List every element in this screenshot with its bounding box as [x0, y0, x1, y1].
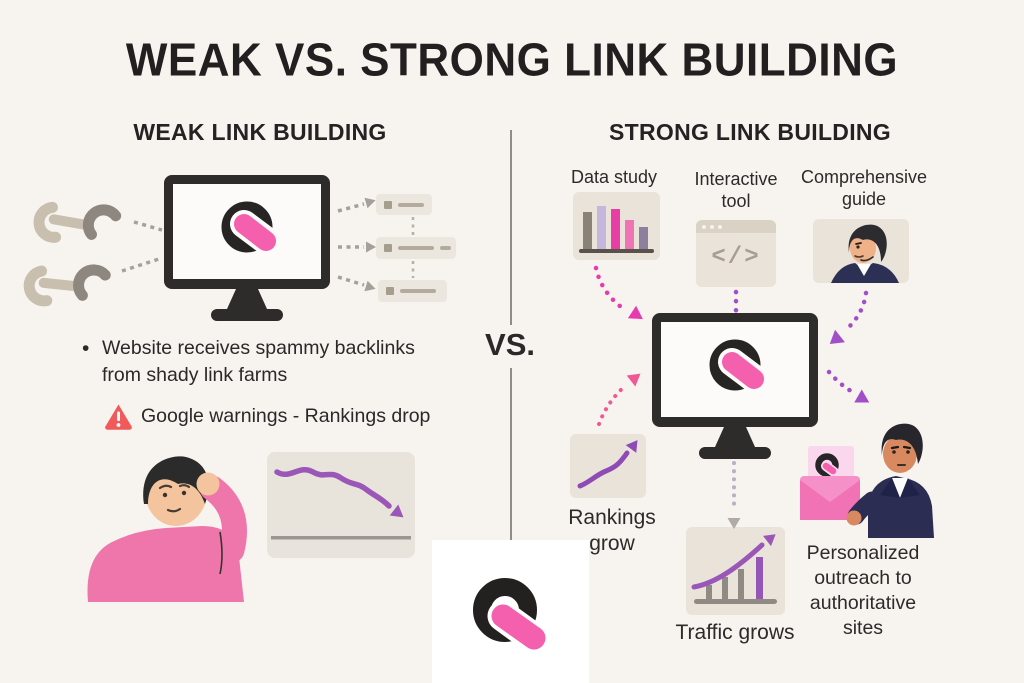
warning-triangle-icon — [105, 404, 132, 430]
broken-chain-icon — [33, 201, 122, 243]
q-logo — [472, 578, 551, 656]
envelope-with-q-letter — [800, 446, 860, 520]
browser-titlebar — [696, 220, 776, 233]
rankings-up-icon — [570, 434, 646, 498]
monitor-q-icon — [652, 313, 818, 459]
outreach-label: Personalized outreach to authoritative s… — [806, 542, 920, 639]
stressed-person-icon — [87, 456, 247, 602]
link-farm-box — [376, 194, 432, 215]
weak-bullet-text: Website receives spammy backlinks from s… — [80, 334, 432, 390]
brand-logo-box — [432, 540, 589, 683]
outreach-envelope-icon — [800, 423, 934, 538]
declining-trend-icon — [267, 452, 415, 558]
link-farm-box — [376, 237, 456, 259]
box-square — [386, 287, 394, 295]
browser-dot — [710, 224, 714, 229]
traffic-up-icon — [686, 527, 785, 615]
arrow-rankings — [597, 373, 641, 426]
broken-chain-icon — [23, 264, 111, 307]
q-logo — [221, 201, 282, 256]
box-square — [384, 244, 392, 252]
arrow-comprehensive-guide — [829, 290, 869, 345]
traffic-grows-label: Traffic grows — [675, 621, 795, 644]
tactic-label-comprehensive-guide: Comprehensive guide — [800, 167, 928, 209]
rankings-grow-label: Rankings grow — [568, 506, 656, 556]
vs-label: VS. — [485, 327, 535, 362]
link-farm-box — [378, 280, 447, 302]
code-browser-icon: </> — [696, 220, 776, 287]
spam-outbound-arrows — [337, 197, 376, 292]
monitor-q-icon — [164, 175, 330, 321]
code-glyph: </> — [711, 244, 761, 271]
page-title: WEAK VS. STRONG LINK BUILDING — [125, 34, 899, 87]
weak-heading: WEAK LINK BUILDING — [133, 119, 387, 145]
tactic-label-interactive-tool: Interactive tool — [694, 169, 778, 211]
businessman — [846, 423, 934, 538]
q-logo — [709, 339, 770, 394]
box-square — [384, 200, 392, 209]
bar-chart-icon — [573, 192, 660, 260]
warning-text: Google warnings - Rankings drop — [141, 405, 431, 427]
tactic-label-data-study: Data study — [570, 167, 658, 187]
divider-bottom — [510, 368, 512, 540]
box-line — [398, 246, 434, 250]
arrow-traffic — [727, 461, 741, 529]
browser-dot — [718, 224, 722, 229]
strong-heading: STRONG LINK BUILDING — [609, 119, 891, 145]
box-line — [400, 289, 436, 293]
browser-dot — [702, 224, 706, 229]
box-line — [398, 202, 424, 207]
divider-top — [510, 130, 512, 325]
arrow-data-study — [593, 265, 643, 320]
expert-avatar-icon — [813, 219, 909, 283]
box-line — [440, 246, 451, 250]
